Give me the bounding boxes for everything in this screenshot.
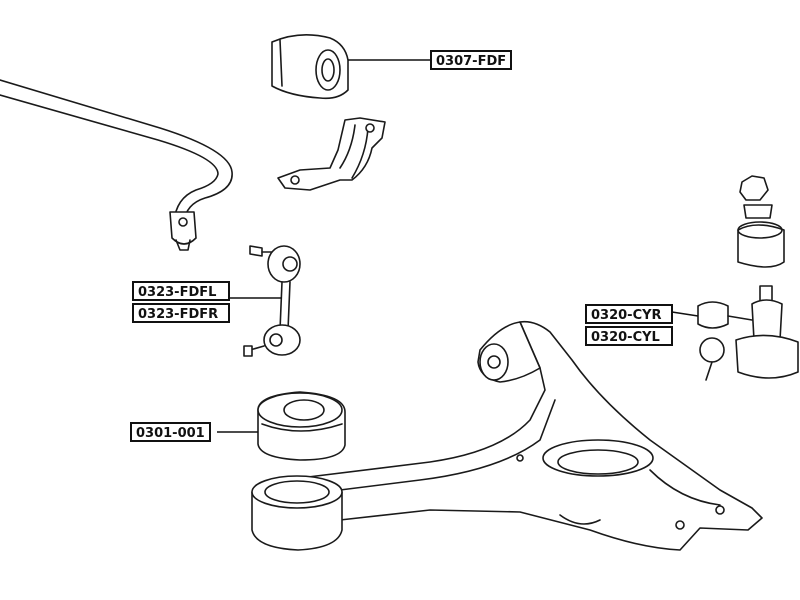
stabilizer-bushing bbox=[271, 34, 349, 100]
lower-control-arm bbox=[299, 320, 763, 551]
stabilizer-bar bbox=[0, 79, 233, 251]
label-arm-bushing: 0301-001 bbox=[130, 422, 211, 442]
label-ball-joint-left: 0320-CYL bbox=[585, 326, 673, 346]
leader-lines bbox=[217, 59, 699, 433]
label-link-left: 0323-FDFL bbox=[132, 281, 230, 301]
label-link-right: 0323-FDFR bbox=[132, 303, 230, 323]
label-stabilizer-bushing: 0307-FDF bbox=[430, 50, 513, 70]
bushing-bracket bbox=[277, 117, 386, 191]
arm-bushing bbox=[257, 391, 346, 461]
leader-ball-joint bbox=[671, 311, 699, 317]
stabilizer-link bbox=[243, 245, 301, 357]
arm-front-bushing bbox=[251, 475, 343, 551]
ball-joint bbox=[697, 175, 799, 381]
label-ball-joint-right: 0320-CYR bbox=[585, 304, 673, 324]
